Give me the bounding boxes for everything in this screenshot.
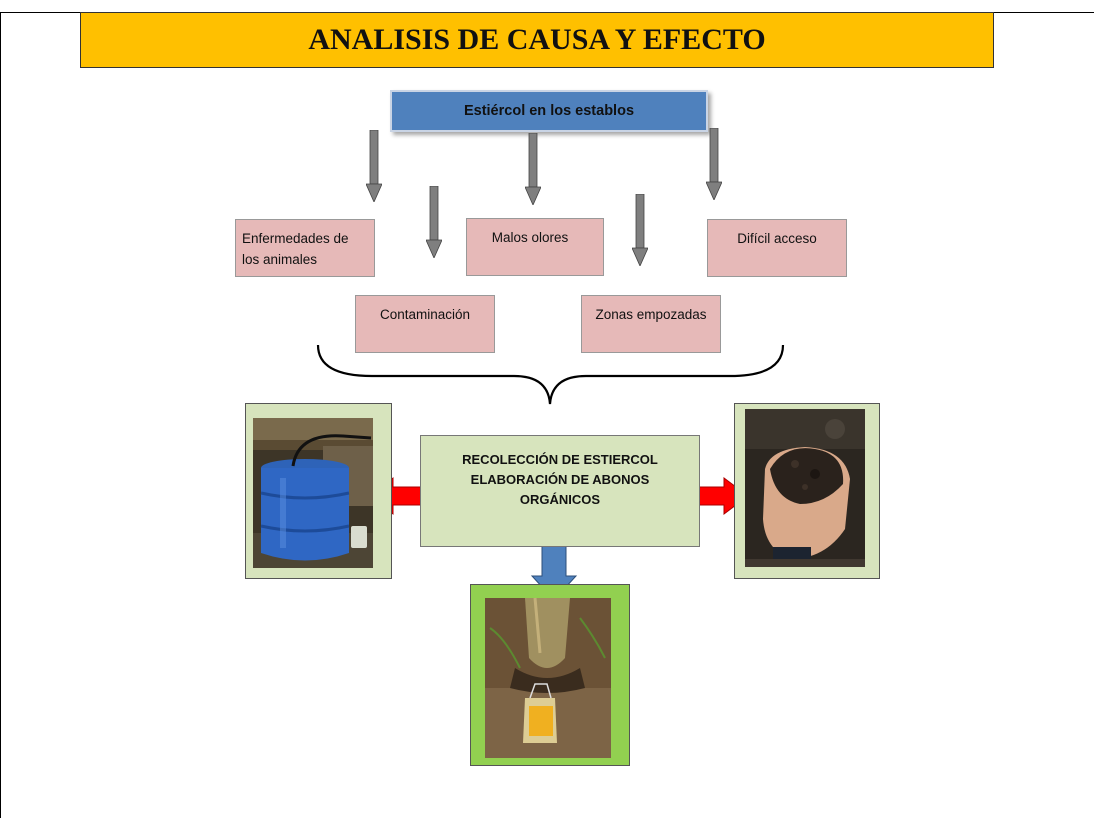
solution-line-2: ELABORACIÓN DE ABONOS [470,472,650,487]
frame-left [0,12,1,818]
compost-in-hand-photo [745,409,865,567]
down-arrow-5 [706,128,722,200]
effect-dificil-acceso: Difícil acceso [707,219,847,277]
problem-box: Estiércol en los establos [390,90,708,132]
frame-top-right [994,12,1094,13]
effect-zonas-empozadas: Zonas empozadas [581,295,721,353]
down-arrow-2 [426,186,442,258]
down-arrow-3 [525,133,541,205]
frame-top-left [0,12,80,13]
down-arrow-4 [632,194,648,266]
down-arrow-1 [366,130,382,202]
photo-bottom-frame [470,584,630,766]
effect-contaminacion: Contaminación [355,295,495,353]
solution-line-1: RECOLECCIÓN DE ESTIERCOL [462,452,658,467]
page-title: ANALISIS DE CAUSA Y EFECTO [80,12,994,68]
effect-malos-olores: Malos olores [466,218,604,276]
curly-brace [316,344,785,405]
photo-left-frame [245,403,392,579]
solution-box: RECOLECCIÓN DE ESTIERCOL ELABORACIÓN DE … [420,435,700,547]
bag-at-tree-base-photo [485,597,611,758]
effect-enfermedades: Enfermedades de los animales [235,219,375,277]
photo-right-frame [734,403,880,579]
blue-barrel-photo [253,418,373,568]
solution-line-3: ORGÁNICOS [519,492,601,507]
